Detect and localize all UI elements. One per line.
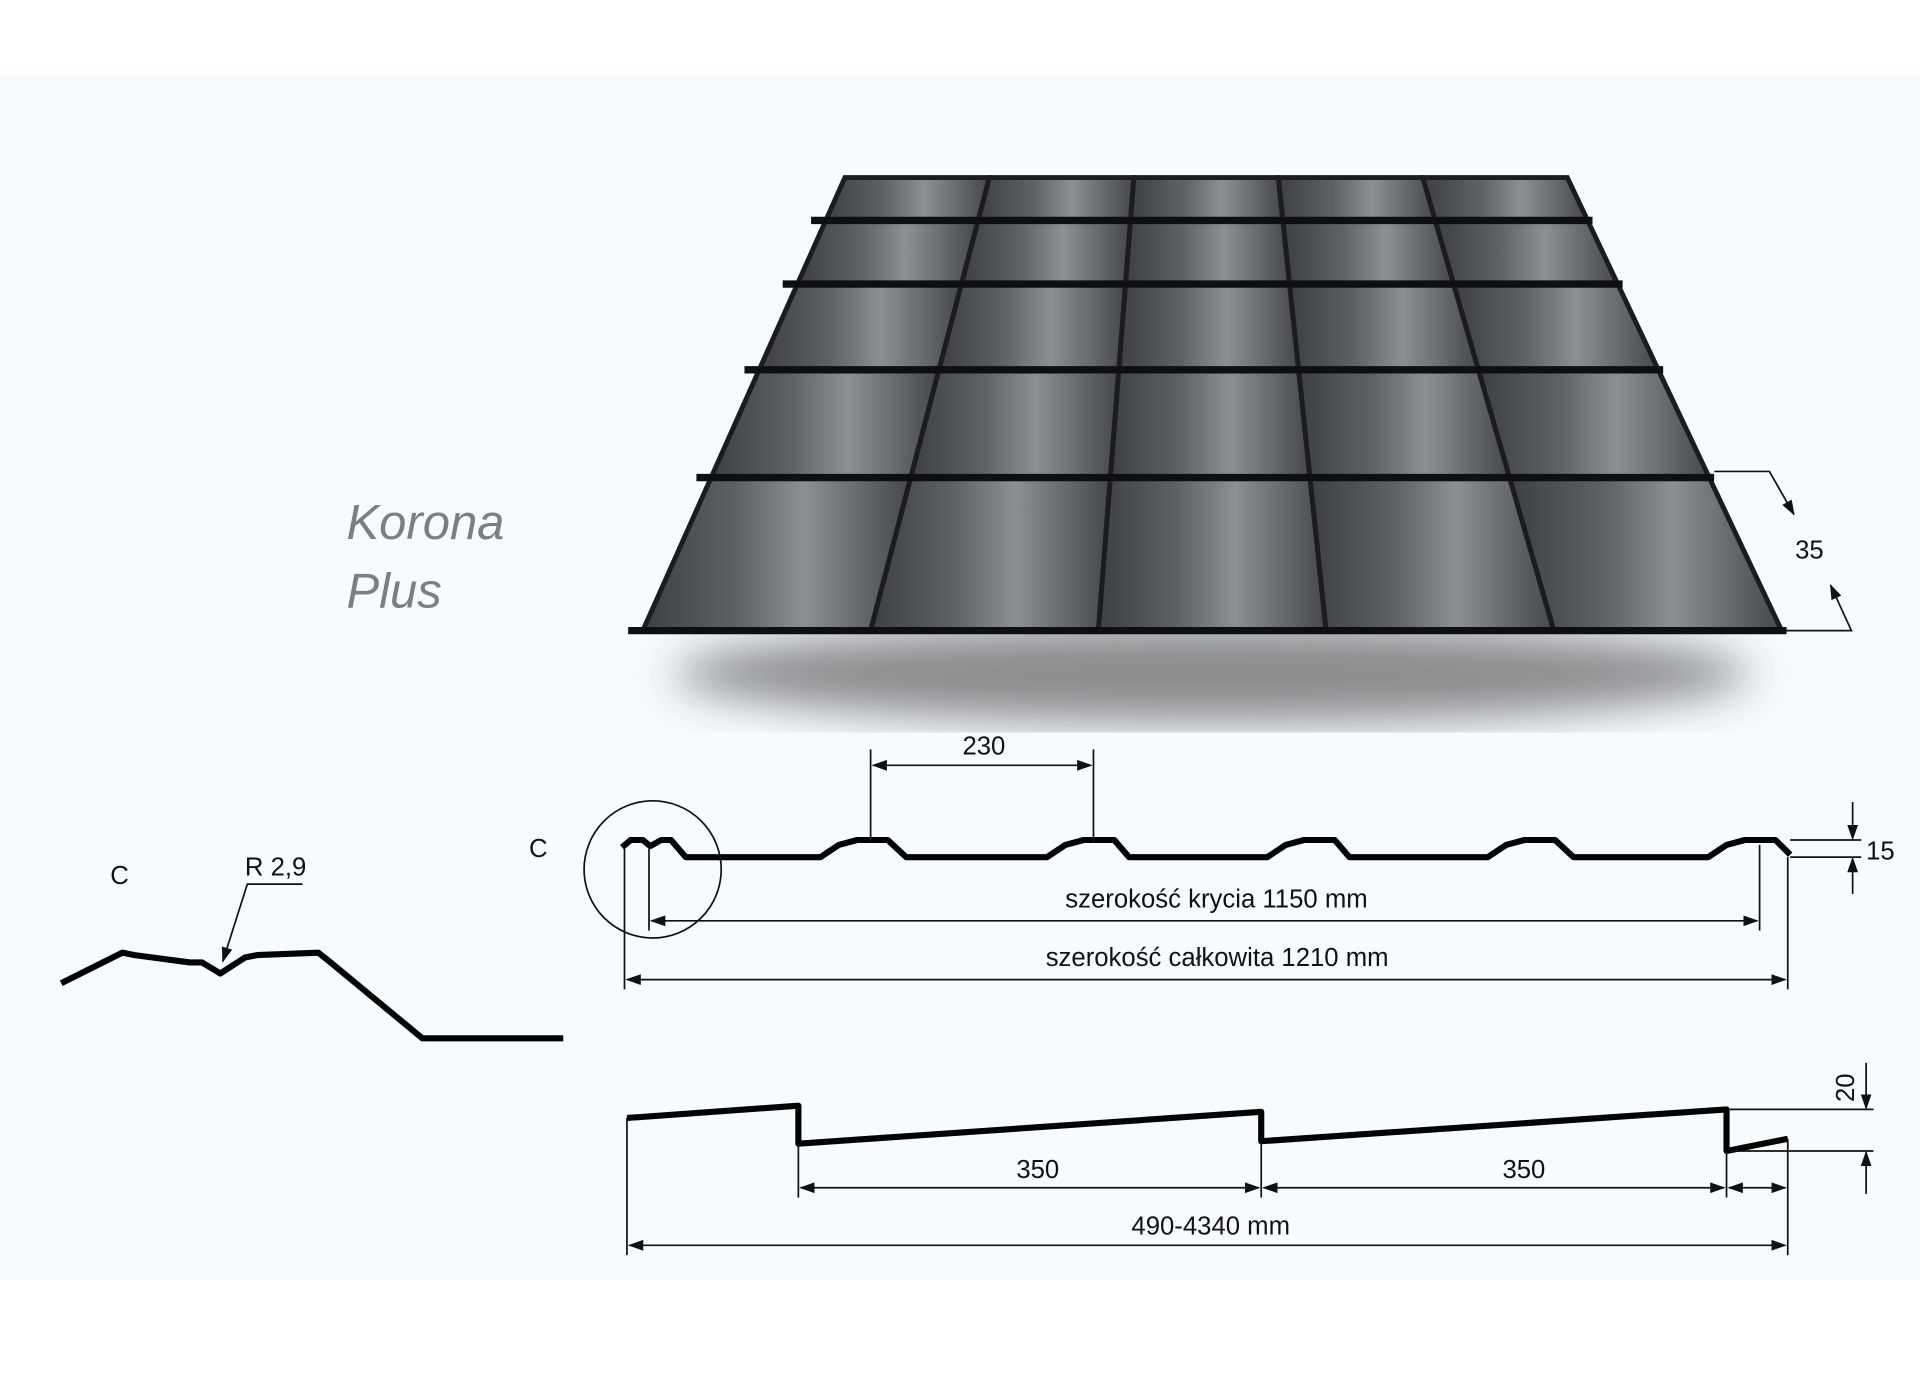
roof-shadow — [673, 624, 1752, 723]
cross-section-profile: C 230 15 szerokość krycia 1150 mm szerok… — [529, 732, 1895, 990]
roof-tile — [1419, 175, 1592, 223]
roof-tile — [867, 475, 1114, 634]
roof-tile — [1095, 475, 1329, 634]
roof-tile — [974, 175, 1137, 223]
roof-tile — [1107, 367, 1313, 480]
roof-tile — [1286, 281, 1482, 373]
detail-label-c: C — [529, 835, 548, 863]
module-width-label: 230 — [962, 732, 1005, 760]
roof-tile — [1127, 175, 1286, 223]
roof-tile — [822, 175, 993, 223]
cover-width-label: szerokość krycia 1150 mm — [1065, 885, 1367, 913]
roof-tile — [1431, 217, 1622, 287]
detail-c-circle — [583, 799, 723, 939]
module-length-2-label: 350 — [1502, 1156, 1545, 1184]
roof-tile — [958, 217, 1134, 287]
product-name-line1: Korona — [347, 496, 505, 550]
roof-tile-sheet-illustration — [628, 175, 1787, 635]
roof-tile — [793, 217, 982, 287]
roof-tile — [1280, 217, 1457, 287]
roof-tile — [907, 367, 1122, 480]
step-rise-label: 20 — [1832, 1073, 1860, 1102]
radius-label: R 2,9 — [245, 854, 306, 882]
side-profile: 350 350 490-4340 mm 20 — [626, 1062, 1874, 1256]
total-width-label: szerokość całkowita 1210 mm — [1046, 944, 1389, 972]
roof-tile — [1116, 281, 1302, 373]
step-height-dimension: 35 — [1714, 470, 1853, 632]
roof-tile — [1122, 217, 1293, 287]
step-height-label: 35 — [1795, 536, 1824, 564]
roof-tile — [1295, 367, 1513, 480]
module-length-1-label: 350 — [1016, 1156, 1059, 1184]
profile-height-label: 15 — [1866, 838, 1895, 866]
product-name-line2: Plus — [347, 564, 442, 618]
roof-tile — [755, 281, 965, 373]
sheet-length-label: 490-4340 mm — [1131, 1212, 1290, 1240]
detail-label-c-left: C — [110, 862, 129, 890]
roof-tile — [935, 281, 1129, 373]
detail-c-enlarged: C R 2,9 — [59, 854, 564, 1042]
roof-tile — [1275, 175, 1439, 223]
